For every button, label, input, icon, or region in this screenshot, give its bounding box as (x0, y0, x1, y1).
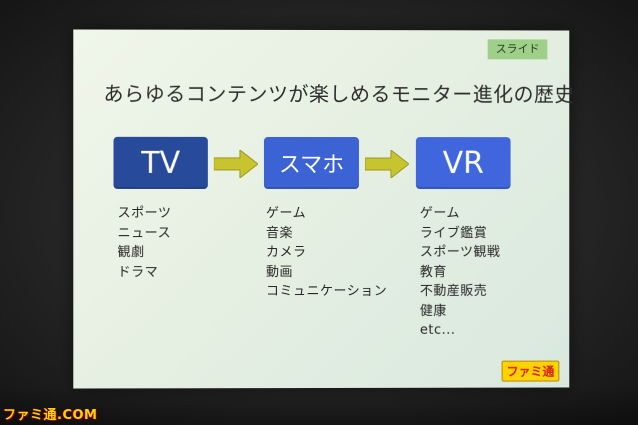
vr-content-list: ゲーム ライブ鑑賞 スポーツ観戦 教育 不動産販売 健康 etc... (420, 204, 500, 340)
right-arrow-icon (213, 149, 258, 178)
list-item: ゲーム (265, 205, 307, 222)
list-item: ゲーム (419, 206, 460, 221)
site-watermark: ファミ通.COM (3, 408, 98, 423)
list-item: ニュース (117, 225, 172, 241)
smartphone-content-list: ゲーム 音楽 カメラ 動画 コミュニケーション (266, 204, 387, 302)
list-item: ライブ鑑賞 (419, 225, 488, 241)
list-item: カメラ (265, 245, 307, 261)
stage-box-tv: TV (113, 136, 208, 189)
famitsu-logo: ファミ通 (501, 360, 560, 382)
slide-tag: スライド (487, 39, 548, 60)
list-item: 観劇 (117, 245, 145, 261)
list-item: スポーツ観戦 (419, 244, 501, 260)
stage-box-smartphone: スマホ (263, 136, 359, 190)
projected-slide: スライド あらゆるコンテンツが楽しめるモニター進化の歴史 TV スマホ VR ス… (73, 29, 575, 389)
list-item: 教育 (419, 264, 447, 280)
floor-shadow (0, 385, 638, 425)
list-item: 音楽 (265, 225, 294, 241)
list-item: 不動産販売 (419, 283, 488, 299)
list-item: スポーツ (117, 205, 172, 222)
list-item: ドラマ (117, 264, 159, 280)
tv-content-list: スポーツ ニュース 観劇 ドラマ (118, 204, 172, 282)
slide-title: あらゆるコンテンツが楽しめるモニター進化の歴史 (103, 81, 575, 107)
list-item: 健康 (419, 303, 447, 319)
stage-box-vr: VR (415, 137, 511, 190)
right-arrow-icon (364, 150, 409, 179)
list-item: コミュニケーション (265, 283, 388, 300)
list-item: etc... (419, 322, 456, 338)
list-item: 動画 (265, 264, 294, 280)
